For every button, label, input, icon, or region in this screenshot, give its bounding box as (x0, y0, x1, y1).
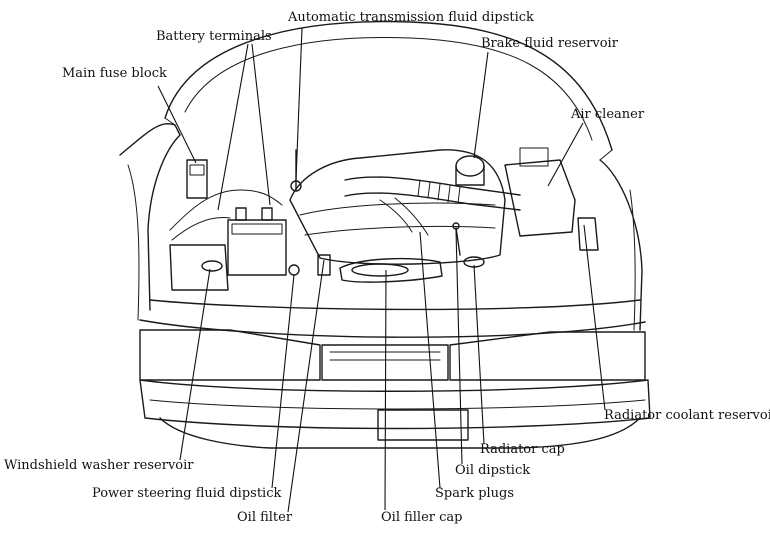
leader-oil-dipstick (455, 229, 463, 465)
oil-filter-shape (317, 254, 331, 276)
leader-main-fuse (157, 85, 197, 164)
label-spark-plugs: Spark plugs (435, 486, 515, 501)
hood-outline (164, 20, 613, 151)
leader-coolant (583, 224, 606, 411)
battery (227, 219, 287, 276)
label-oil-filter: Oil filter (237, 510, 293, 525)
label-main-fuse-block: Main fuse block (62, 66, 167, 81)
engine-block (289, 149, 506, 265)
leader-ps-dipstick (271, 274, 295, 489)
front-body (149, 299, 641, 311)
headlight-right (449, 331, 646, 381)
label-brake-fluid-reservoir: Brake fluid reservoir (481, 36, 618, 51)
left-fender (119, 123, 181, 311)
valve-cover (339, 257, 443, 283)
leader-oil-filler (384, 269, 387, 511)
leader-battery-term-2 (251, 43, 271, 206)
bumper (139, 379, 651, 430)
label-oil-dipstick: Oil dipstick (455, 463, 531, 478)
leader-atf-dipstick (295, 27, 303, 181)
leader-battery-term-1 (217, 43, 249, 211)
leader-lines (157, 27, 606, 513)
coolant-reservoir (577, 217, 599, 251)
right-fender (599, 159, 643, 331)
fuse-block (186, 159, 208, 199)
leader-washer (179, 268, 211, 461)
intake-hose (344, 176, 521, 196)
leader-oil-filter (287, 259, 325, 513)
label-atf-dipstick: Automatic transmission fluid dipstick (288, 10, 534, 25)
leader-radiator-cap (473, 264, 485, 445)
leader-air-cleaner (547, 122, 584, 187)
washer-reservoir (169, 244, 229, 291)
brake-reservoir (455, 155, 485, 177)
ps-dipstick-shape (288, 264, 300, 276)
headlight-left (139, 329, 321, 381)
label-radiator-cap: Radiator cap (480, 442, 565, 457)
leader-brake-fluid (473, 51, 489, 159)
label-radiator-coolant-reservoir: Radiator coolant reservoir (604, 408, 770, 423)
label-air-cleaner: Air cleaner (571, 107, 645, 122)
grille (321, 344, 449, 381)
label-battery-terminals: Battery terminals (156, 29, 272, 44)
label-power-steering-fluid-dipstick: Power steering fluid dipstick (92, 486, 282, 501)
label-oil-filler-cap: Oil filler cap (381, 510, 463, 525)
oil-dipstick-shape (455, 227, 461, 256)
label-windshield-washer-reservoir: Windshield washer reservoir (4, 458, 194, 473)
air-cleaner (504, 159, 576, 237)
leader-spark-plugs (419, 231, 441, 489)
license-plate-area (377, 409, 469, 441)
